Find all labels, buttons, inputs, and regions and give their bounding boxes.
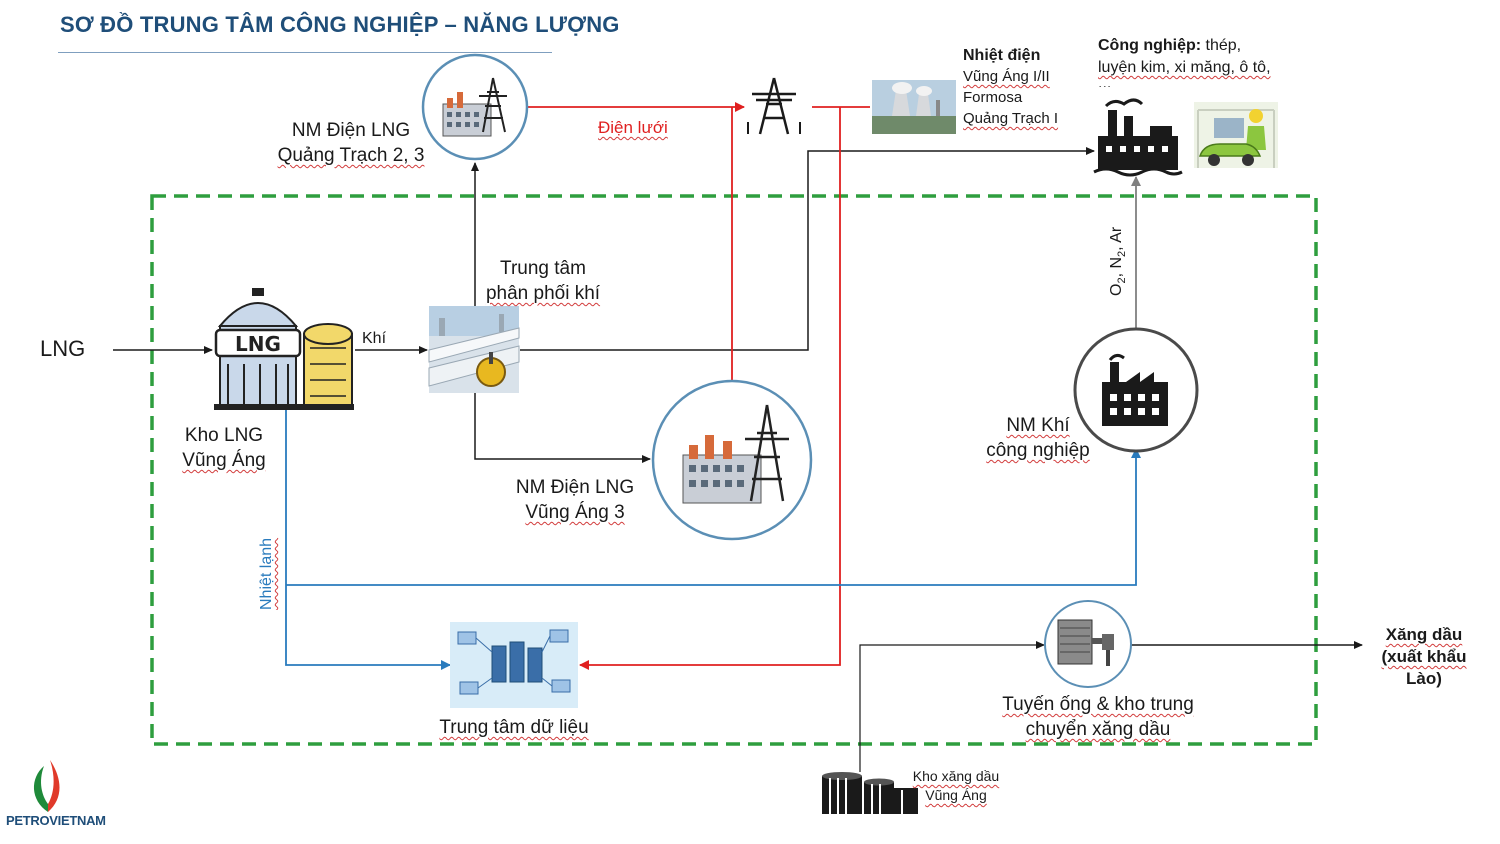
gases-ar: , Ar [1108, 226, 1125, 251]
gas-center-label: Trung tâm phân phối khí [462, 256, 624, 306]
industry-label: Công nghiệp: thép, luyện kim, xi măng, ô… [1098, 35, 1271, 87]
petrovietnam-logo-text: PETROVIETNAM [6, 813, 106, 828]
gas-center-label-line2: phân phối khí [485, 283, 601, 304]
industry-line2: luyện kim, xi măng, ô tô, [1098, 59, 1271, 76]
industry-line3: ... [1098, 79, 1271, 87]
gases-sub2: 2 [1116, 250, 1129, 257]
fuel-tanks-icon [822, 772, 918, 814]
fuel-export-label-line3: Lào) [1406, 669, 1442, 688]
gas-factory-icon [1102, 353, 1168, 426]
fuel-depot-to-pipeline-line [859, 641, 1045, 772]
gases-label: O2, N2, Ar [1108, 227, 1128, 296]
data-center-label: Trung tâm dữ liệu [439, 717, 589, 738]
cold-to-datacenter-line [285, 410, 451, 670]
grid-power-label: Điện lưới [598, 118, 668, 137]
thermal-plant-item: Formosa [963, 89, 1023, 106]
gases-o: O [1108, 283, 1125, 296]
pipeline-storage-icon [1057, 619, 1114, 666]
lng-storage-label-line1: Kho LNG [184, 425, 264, 446]
gas-to-industry-line [520, 147, 1095, 351]
industry-title-rest: thép, [1201, 37, 1242, 54]
vungang3-power-label-line1: NM Điện LNG [515, 477, 635, 498]
gases-sub1: 2 [1116, 277, 1129, 284]
thermal-plant-item: Vũng Áng I/II [963, 68, 1050, 85]
grid-to-datacenter-line [579, 107, 841, 670]
pipeline-label-line1: Tuyến ống & kho trung [1002, 694, 1194, 715]
thermal-plant-item: Quảng Trạch I [963, 110, 1059, 127]
gas-plant-label: NM Khí công nghiệp [968, 413, 1108, 463]
thermal-plant-image [872, 80, 956, 134]
industry-title: Công nghiệp: [1098, 37, 1202, 54]
petrovietnam-logo-icon [33, 760, 60, 812]
gas-plant-label-line1: NM Khí [1006, 415, 1070, 436]
gas-to-vungang3-line [474, 393, 651, 463]
fuel-depot-label-line1: Kho xăng dầu [912, 768, 1000, 784]
title-divider [58, 52, 552, 53]
thermal-plants-title: Nhiệt điện [963, 47, 1041, 64]
fuel-export-label-line2: (xuất khẩu [1381, 647, 1467, 666]
factory-icon [1093, 98, 1183, 177]
power-plant-icon [682, 404, 789, 504]
data-center-image [450, 622, 578, 708]
vungang3-power-label: NM Điện LNG Vũng Áng 3 [500, 475, 650, 525]
page-title: SƠ ĐỒ TRUNG TÂM CÔNG NGHIỆP – NĂNG LƯỢNG [60, 12, 620, 37]
power-plant-icon [442, 77, 507, 137]
lng-storage-label-line2: Vũng Áng [182, 450, 266, 471]
gas-center-label-line1: Trung tâm [500, 258, 586, 279]
pipeline-label-line2: chuyển xăng dầu [1025, 719, 1171, 740]
gas-plant-label-line2: công nghiệp [986, 440, 1090, 461]
gases-n: , N [1108, 256, 1125, 278]
gas-distribution-image [428, 306, 520, 393]
fuel-export-label-line1: Xăng dầu [1385, 625, 1463, 644]
pipeline-label: Tuyến ống & kho trung chuyển xăng dầu [980, 692, 1216, 742]
industrial-zone-boundary [150, 194, 1318, 746]
fuel-depot-label: Kho xăng dầu Vũng Áng [904, 767, 1008, 805]
transmission-tower-icon [747, 77, 801, 135]
quangtrach-power-label: NM Điện LNG Quảng Trạch 2, 3 [262, 118, 440, 168]
quangtrach-power-label-line2: Quảng Trạch 2, 3 [277, 145, 425, 166]
vungang3-power-label-line2: Vũng Áng 3 [525, 502, 625, 523]
lng-storage-icon: LNG [214, 288, 354, 410]
thermal-plants-label: Nhiệt điện Vũng Áng I/II Formosa Quảng T… [963, 45, 1058, 129]
quangtrach-power-label-line1: NM Điện LNG [291, 120, 411, 141]
automotive-industry-icon [1194, 102, 1278, 168]
cold-energy-label: Nhiệt lạnh [258, 537, 275, 610]
gas-flow-label: Khí [362, 330, 387, 347]
fuel-depot-label-line2: Vũng Áng [925, 787, 987, 803]
lng-input-label: LNG [40, 336, 86, 361]
cold-to-gas-plant-line [286, 448, 1141, 586]
lng-storage-label: Kho LNG Vũng Áng [164, 423, 284, 473]
fuel-export-label: Xăng dầu (xuất khẩu Lào) [1368, 624, 1480, 690]
lng-tank-label: LNG [235, 332, 281, 356]
